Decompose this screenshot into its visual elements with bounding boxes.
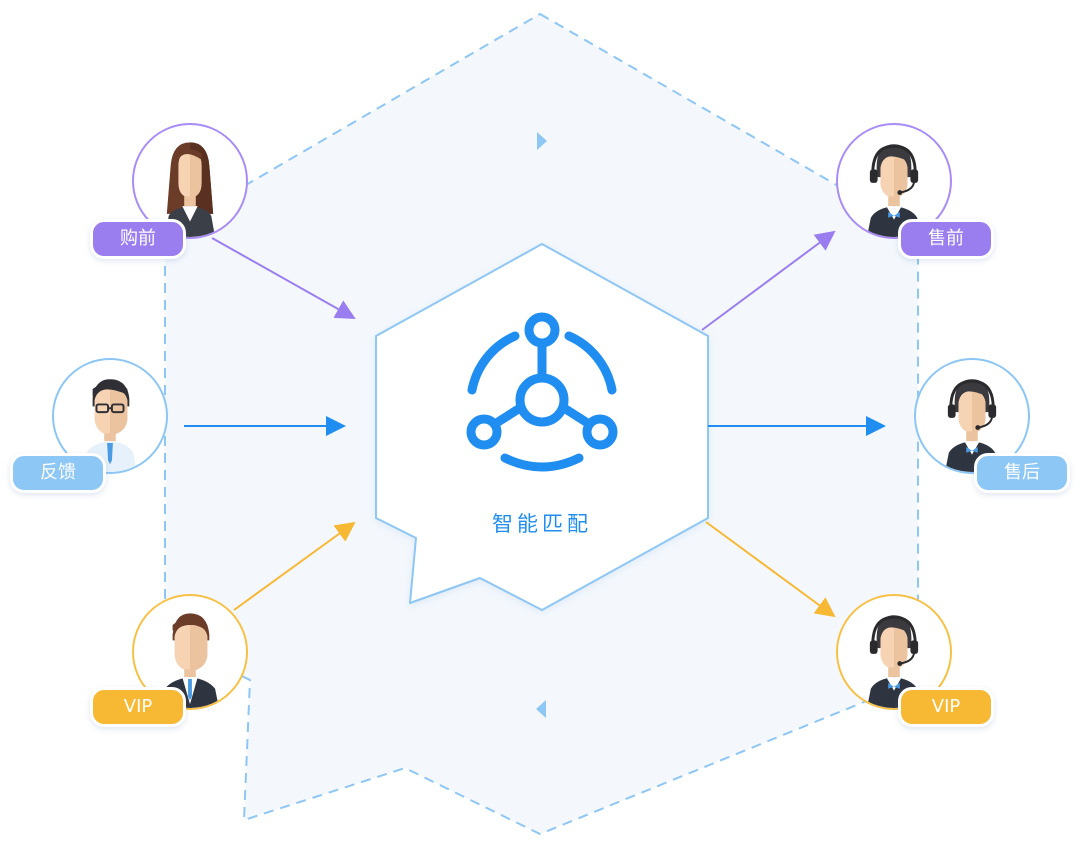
arrow-center-to-presale-agent [701, 230, 836, 331]
tag-presale-agent: 售前 [898, 219, 994, 259]
tag-aftersale-agent: 售后 [974, 453, 1070, 493]
arrow-vip-customer-to-center [233, 521, 356, 611]
tag-vip-agent: VIP [898, 687, 994, 727]
arrow-presale-customer-to-center [211, 237, 356, 319]
tag-vip-customer: VIP [90, 687, 186, 727]
cycle-marker-bottom [536, 700, 546, 718]
agent-headset-icon [866, 144, 922, 237]
customer-woman-icon [164, 142, 216, 237]
cycle-marker-top [537, 132, 547, 150]
tag-presale-customer: 购前 [90, 219, 186, 259]
customer-man-suit-icon [161, 613, 219, 708]
arrow-center-to-vip-agent [705, 521, 836, 618]
smart-match-network-icon [466, 312, 618, 472]
agent-headset-icon [944, 379, 1000, 472]
agent-headset-icon [866, 615, 922, 708]
tag-feedback-customer: 反馈 [10, 453, 106, 493]
center-label: 智能匹配 [492, 512, 592, 536]
